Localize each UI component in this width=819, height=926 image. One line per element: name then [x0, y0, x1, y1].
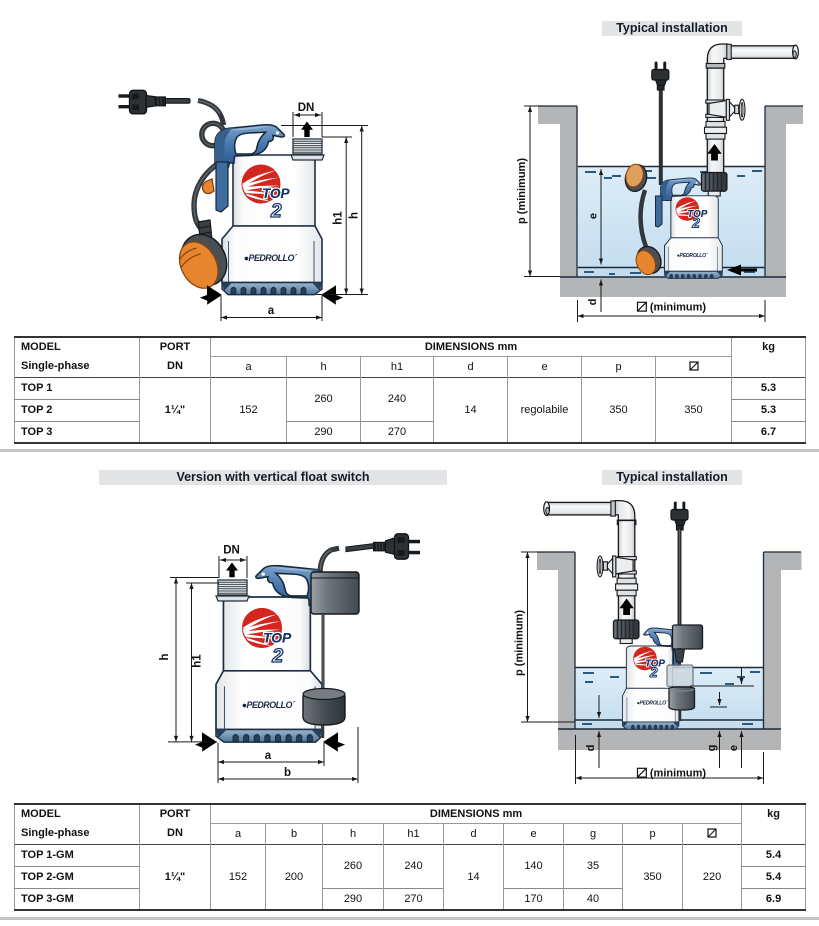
svg-text:d: d	[585, 745, 597, 752]
svg-text:g: g	[706, 745, 718, 752]
svg-text:h: h	[349, 212, 361, 219]
svg-text:h1: h1	[192, 654, 204, 668]
svg-text:(minimum): (minimum)	[650, 302, 707, 314]
svg-text:d: d	[587, 299, 599, 306]
svg-text:a: a	[265, 750, 272, 762]
svg-text:p (minimum): p (minimum)	[514, 610, 526, 676]
svg-text:e: e	[728, 745, 740, 751]
svg-text:DN: DN	[223, 545, 240, 557]
svg-text:(minimum): (minimum)	[650, 768, 707, 780]
svg-text:p (minimum): p (minimum)	[516, 158, 528, 224]
svg-text:a: a	[268, 305, 275, 317]
svg-text:DN: DN	[298, 102, 315, 114]
svg-text:h1: h1	[333, 211, 345, 225]
svg-text:e: e	[588, 213, 600, 219]
svg-text:b: b	[284, 767, 291, 779]
svg-text:h: h	[159, 653, 171, 660]
